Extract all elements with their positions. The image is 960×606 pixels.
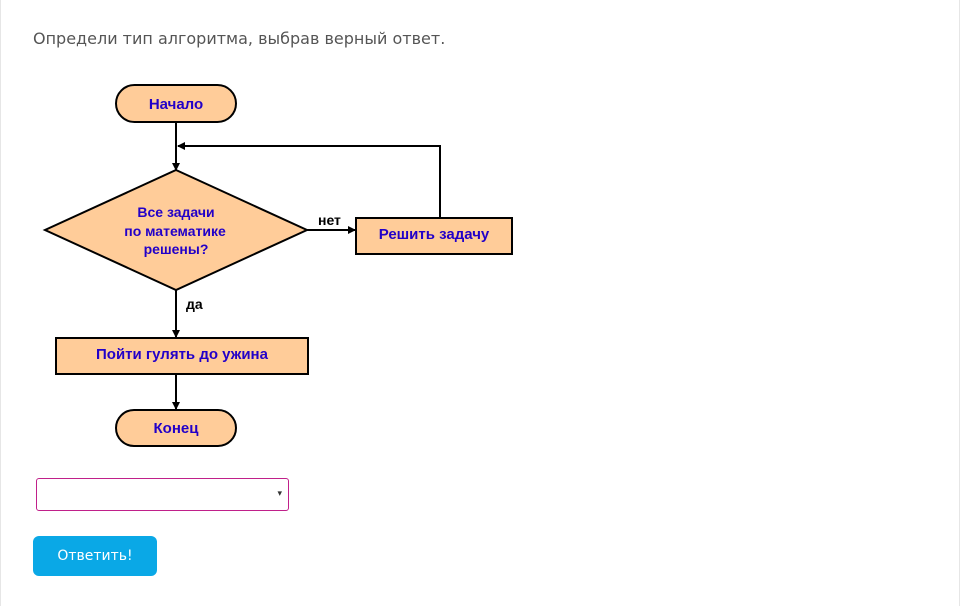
connector-loop-back [177, 142, 441, 217]
chevron-down-icon: ▾ [277, 489, 282, 499]
end-label: Конец [154, 420, 200, 437]
condition-line-3: решены? [144, 241, 209, 257]
condition-node: Все задачи по математике решены? [42, 168, 310, 292]
page-border-left [0, 0, 1, 606]
loop-action-node: Решить задачу [355, 217, 513, 255]
submit-button[interactable]: Ответить! [33, 536, 157, 576]
loop-action-label: Решить задачу [379, 226, 490, 243]
condition-line-1: Все задачи [137, 204, 214, 220]
flowchart-diagram: Начало Все задачи по математике решены? … [42, 84, 513, 447]
start-node: Начало [115, 84, 237, 123]
next-action-label: Пойти гулять до ужина [96, 346, 269, 363]
start-label: Начало [149, 96, 203, 113]
answer-select[interactable]: ▾ [36, 478, 289, 511]
question-text: Определи тип алгоритма, выбрав верный от… [33, 29, 446, 48]
condition-line-2: по математике [124, 223, 226, 239]
branch-yes-label: да [186, 296, 203, 312]
end-node: Конец [115, 409, 237, 447]
branch-no-label: нет [318, 212, 341, 228]
next-action-node: Пойти гулять до ужина [55, 337, 309, 375]
